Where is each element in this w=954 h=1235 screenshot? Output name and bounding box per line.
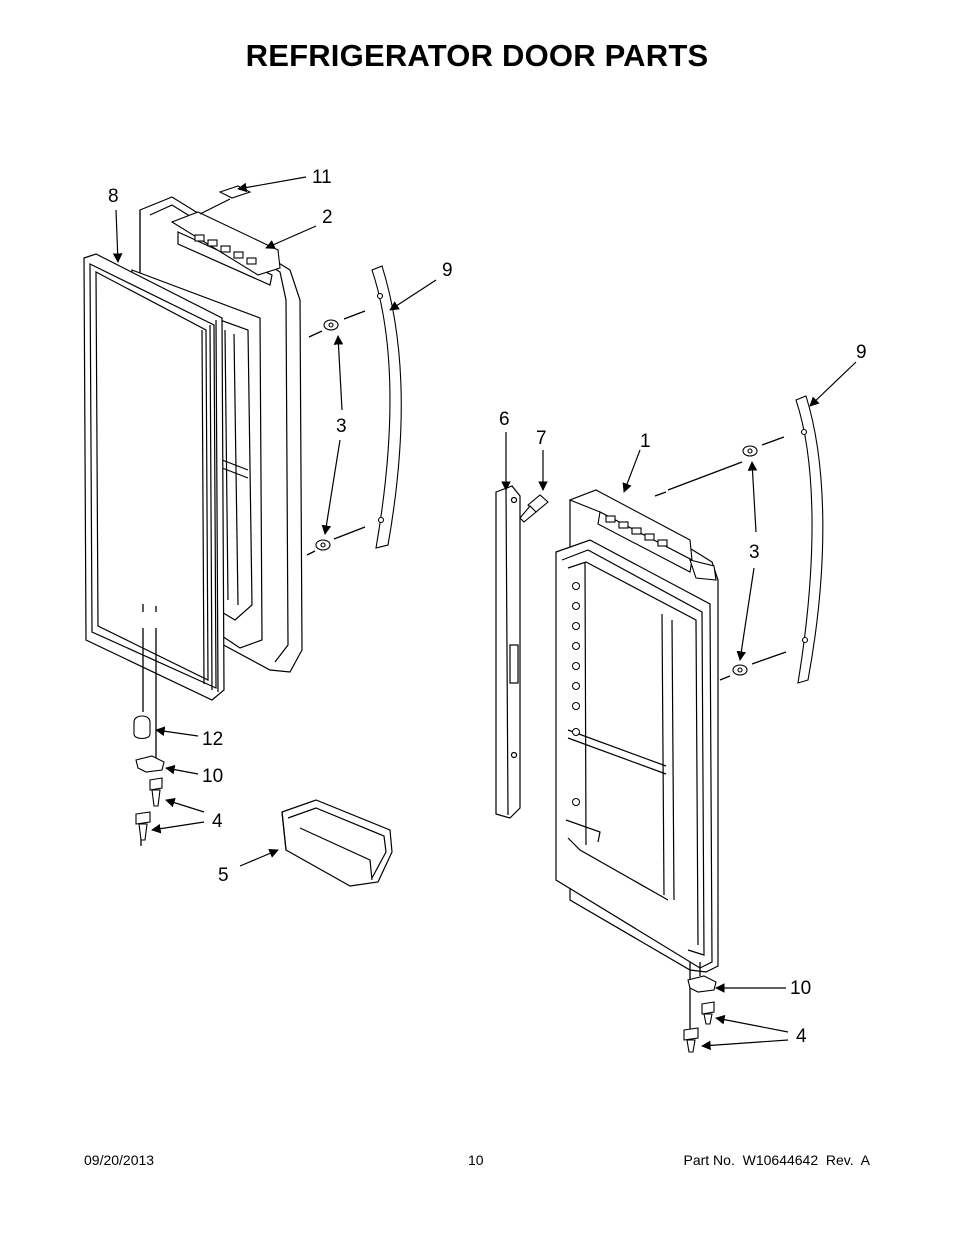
left-handle-studs [306,310,366,556]
left-door-handle [371,265,402,549]
hinge-bushing-12 [133,715,151,740]
callout-1: 1 [640,431,651,452]
screw-4-right-upper [701,1001,715,1025]
callout-6: 6 [499,409,510,430]
callout-4-left: 4 [212,811,223,832]
callout-12: 12 [202,729,223,750]
callout-3-left: 3 [336,416,347,437]
page-title: REFRIGERATOR DOOR PARTS [245,38,709,73]
screw-4-right-lower [683,1027,699,1053]
callout-5: 5 [218,865,229,886]
door-bin [281,799,393,887]
callout-7: 7 [536,428,547,449]
footer-page-number: 10 [468,1152,484,1168]
callout-10-right: 10 [790,978,811,999]
hinge-washer-10 [135,755,165,773]
right-door-assembly [555,489,719,973]
callout-4-right: 4 [796,1026,807,1047]
left-lower-hinge-parts [133,715,165,841]
callout-10-left: 10 [202,766,223,787]
left-hinge-alignment-lines [140,604,157,846]
left-liner-shelf-rack [170,211,281,276]
callout-2: 2 [322,207,333,228]
callout-11: 11 [312,167,332,188]
callout-labels: 11 8 2 9 9 3 6 7 1 3 12 10 4 5 10 4 [108,167,867,1047]
callout-3-right: 3 [749,542,760,563]
right-door-dispenser-box [568,489,717,581]
center-door-trim [495,485,521,819]
trim-screw-7 [519,494,549,523]
callout-9-left: 9 [442,260,453,281]
footer-date: 09/20/2013 [84,1152,155,1168]
callout-9-right: 9 [856,342,867,363]
callout-8: 8 [108,186,119,207]
part-11-cap [199,185,252,215]
hinge-washer-10-right [687,975,717,993]
right-door-bin-rests [572,582,580,806]
left-door-gasket [83,253,225,701]
right-handle-studs [654,436,787,681]
leader-arrows [112,176,857,1051]
screw-4-upper [149,777,163,807]
right-door-handle [795,395,824,684]
footer-part-number: Part No. W10644642 Rev. A [683,1152,870,1168]
right-lower-hinge-parts [683,962,717,1053]
screw-4-lower [135,811,151,841]
